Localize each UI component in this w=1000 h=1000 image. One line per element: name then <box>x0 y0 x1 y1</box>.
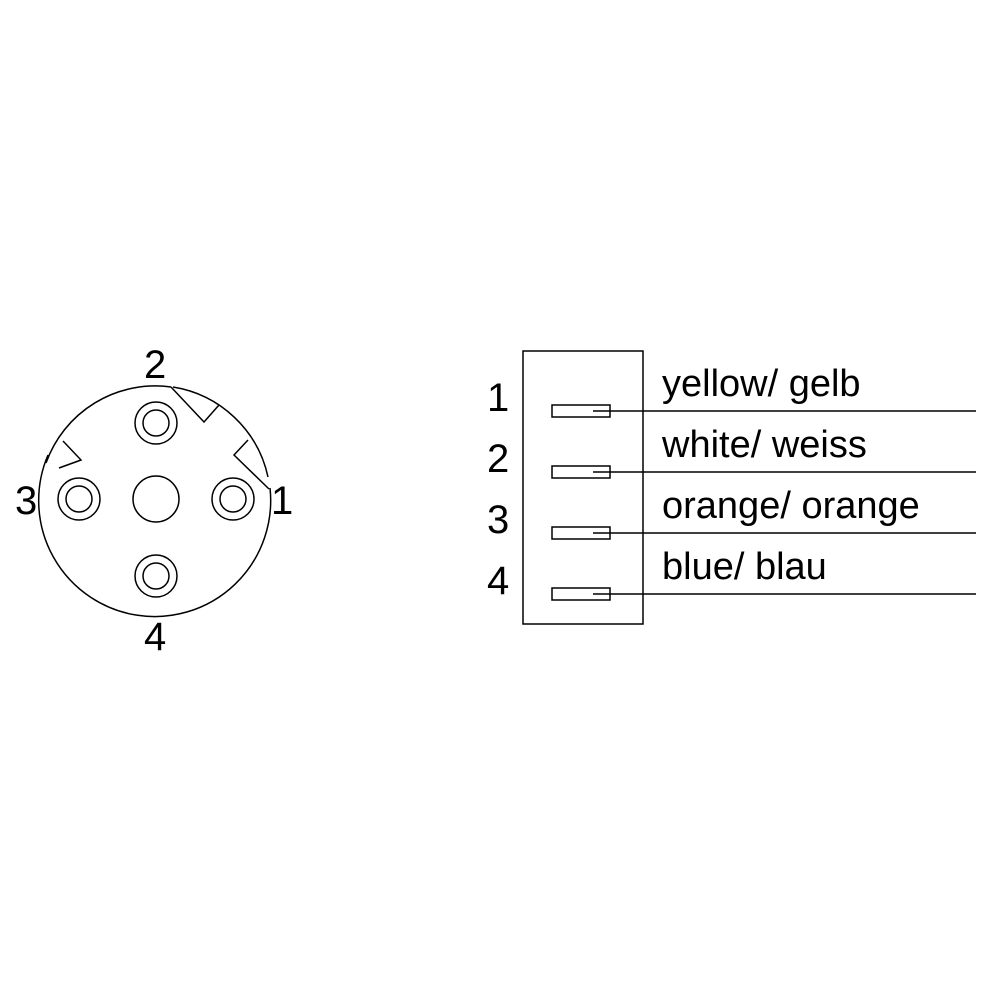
pin-1-outer <box>211 477 255 521</box>
coding-key-right <box>232 439 270 490</box>
pin-3-outer <box>57 477 101 521</box>
wire-color-label-2: white/ weiss <box>661 424 867 466</box>
schematic-pin-1: 1 <box>487 376 509 420</box>
schematic-pin-4: 4 <box>487 559 509 603</box>
pin-2-inner <box>142 409 170 437</box>
schematic-pin-2: 2 <box>487 437 509 481</box>
pin-2-outer <box>134 401 178 445</box>
wire-color-label-3: orange/ orange <box>662 485 920 527</box>
pin-3-inner <box>65 485 93 513</box>
connector-outline <box>37 385 272 618</box>
center-hole <box>132 475 180 523</box>
pin-1-inner <box>219 485 247 513</box>
face-label-pin-4: 4 <box>144 615 166 659</box>
wire-color-label-4: blue/ blau <box>662 546 827 588</box>
schematic-pin-3: 3 <box>487 498 509 542</box>
pin-4-inner <box>142 562 170 590</box>
connector-housing-box <box>522 350 644 625</box>
wire-color-label-1: yellow/ gelb <box>662 363 861 405</box>
coding-key-left <box>58 440 83 469</box>
wiring-schematic <box>522 350 976 625</box>
connector-face <box>37 385 272 618</box>
coding-key-top <box>170 386 220 424</box>
face-label-pin-1: 1 <box>271 479 293 523</box>
face-label-pin-2: 2 <box>144 343 166 387</box>
pin-4-outer <box>134 554 178 598</box>
face-label-pin-3: 3 <box>15 479 37 523</box>
